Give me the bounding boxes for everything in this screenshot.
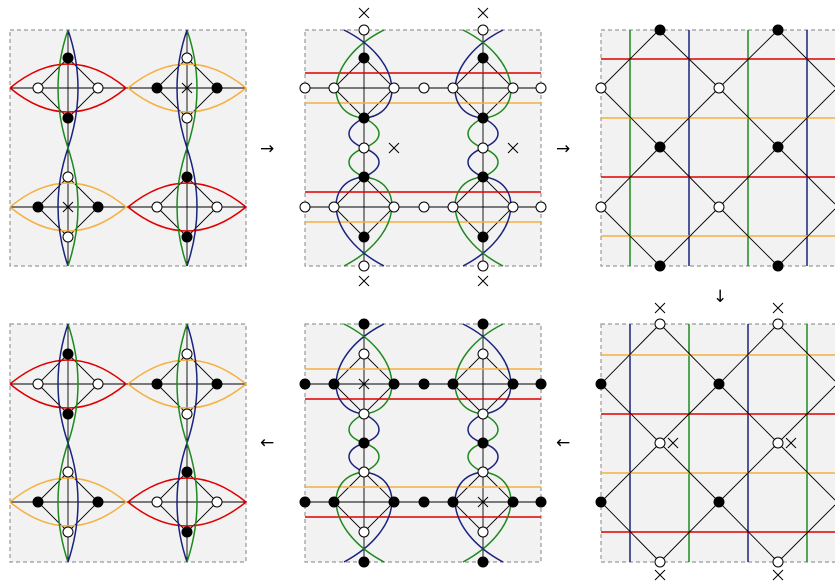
panel-3-edges: [600, 29, 835, 267]
panel-3: [595, 24, 835, 272]
panel-4-edges: [600, 323, 835, 563]
panel-3-lines: [601, 30, 835, 266]
arrow-right-1: →: [260, 139, 274, 159]
panel-5-frame: [304, 323, 542, 563]
panel-5-crosses: [358, 378, 489, 508]
panel-2-frame: [304, 29, 542, 267]
panel-2: [299, 7, 547, 287]
panel-3-vertices: [595, 24, 784, 272]
panel-6-curves: [9, 323, 248, 563]
panel-6-frame: [9, 323, 247, 563]
panel-1-vertices: [32, 52, 223, 243]
panel-4-vertices: [595, 318, 784, 568]
panel-1-crosses: [62, 82, 193, 213]
panel-5: [299, 318, 547, 568]
panel-1: [9, 29, 248, 267]
panel-5-lines: [305, 368, 541, 518]
panel-2-lines: [305, 72, 541, 223]
arrow-left-2: ←: [260, 433, 274, 453]
panel-4-lines: [601, 324, 835, 562]
panel-6: [9, 323, 248, 563]
panel-1-curves: [9, 29, 248, 267]
panel-3-frame: [600, 29, 835, 267]
arrow-right-2: →: [556, 139, 570, 159]
panel-6-vertices: [32, 348, 223, 538]
panel-5-vertices: [299, 318, 547, 568]
panel-4-frame: [600, 323, 835, 563]
panel-2-vertices: [299, 24, 547, 272]
panel-2-crosses: [358, 7, 519, 287]
panel-4: [595, 302, 835, 581]
panel-1-frame: [9, 29, 247, 267]
panel-4-crosses: [654, 302, 797, 581]
arrow-down: ↓: [713, 287, 727, 307]
arrow-left-1: ←: [556, 433, 570, 453]
